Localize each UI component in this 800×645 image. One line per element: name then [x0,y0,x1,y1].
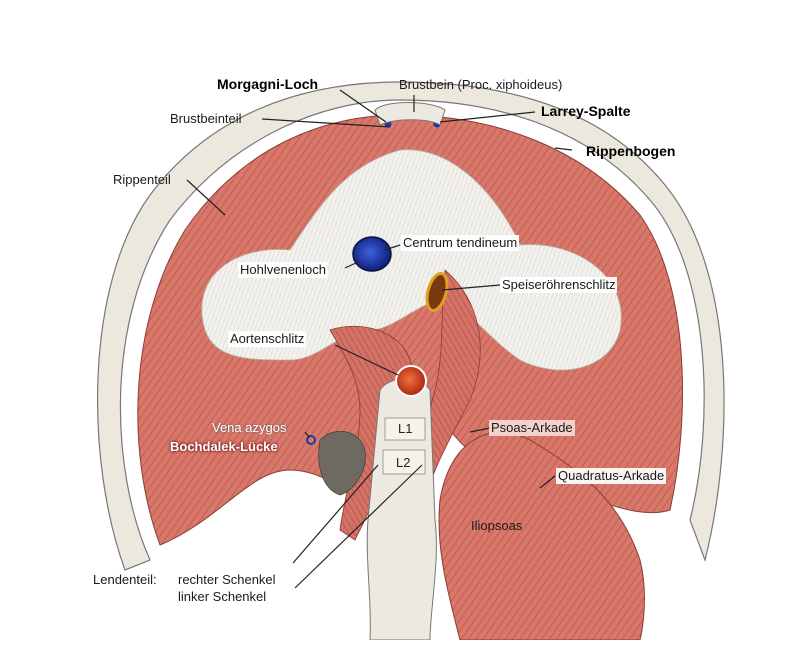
leader-rippenteil [186,179,226,216]
rib-arch [96,81,725,571]
xiphoid-process [374,102,446,126]
aorta-opening [395,365,427,397]
label-speiseroehrenschlitz: Speiseröhrenschlitz [500,277,618,293]
label-vertebra-l2: L2 [394,455,413,471]
leader-quadratus [539,475,556,489]
label-vena-azygos: Vena azygos [212,420,287,435]
label-larrey-spalte: Larrey-Spalte [541,103,631,119]
leader-lines [186,89,573,589]
leader-centrum [384,244,401,251]
label-hohlvenenloch: Hohlvenenloch [238,262,329,278]
leader-morgagni [339,89,387,123]
label-iliopsoas: Iliopsoas [471,518,523,533]
label-rippenbogen: Rippenbogen [586,143,676,159]
label-brustbein: Brustbein (Proc. xiphoideus) [399,77,563,92]
label-vertebra-l1: L1 [396,421,415,437]
label-brustbeinteil: Brustbeinteil [170,111,242,126]
leader-speiseroehre [441,284,501,291]
label-psoas-arkade: Psoas-Arkade [489,420,575,436]
label-linker-schenkel: linker Schenkel [178,589,267,604]
leader-rechter-schenkel [292,464,379,564]
leader-vena-azygos [304,431,310,438]
label-quadratus-arkade: Quadratus-Arkade [556,468,667,484]
label-centrum-tendineum: Centrum tendineum [401,235,520,251]
label-morgagni-loch: Morgagni-Loch [217,76,319,92]
label-aortenschlitz: Aortenschlitz [228,331,307,347]
leader-hohlvenenloch [344,261,359,269]
label-lendenteil: Lendenteil: [93,572,157,587]
leader-rippenbogen [554,147,573,151]
leader-aortenschlitz [334,344,399,376]
label-rechter-schenkel: rechter Schenkel [178,572,276,587]
label-bochdalek-luecke: Bochdalek-Lücke [170,439,278,454]
vena-cava-opening [352,236,392,272]
right-kidney-area [318,431,366,496]
leader-brustbeinteil [261,118,391,128]
vena-azygos-marker [306,435,316,445]
leader-larrey [439,111,536,123]
label-rippenteil: Rippenteil [113,172,171,187]
leader-linker-schenkel [294,464,423,589]
esophagus-opening [425,272,449,312]
leader-psoas [469,427,491,433]
